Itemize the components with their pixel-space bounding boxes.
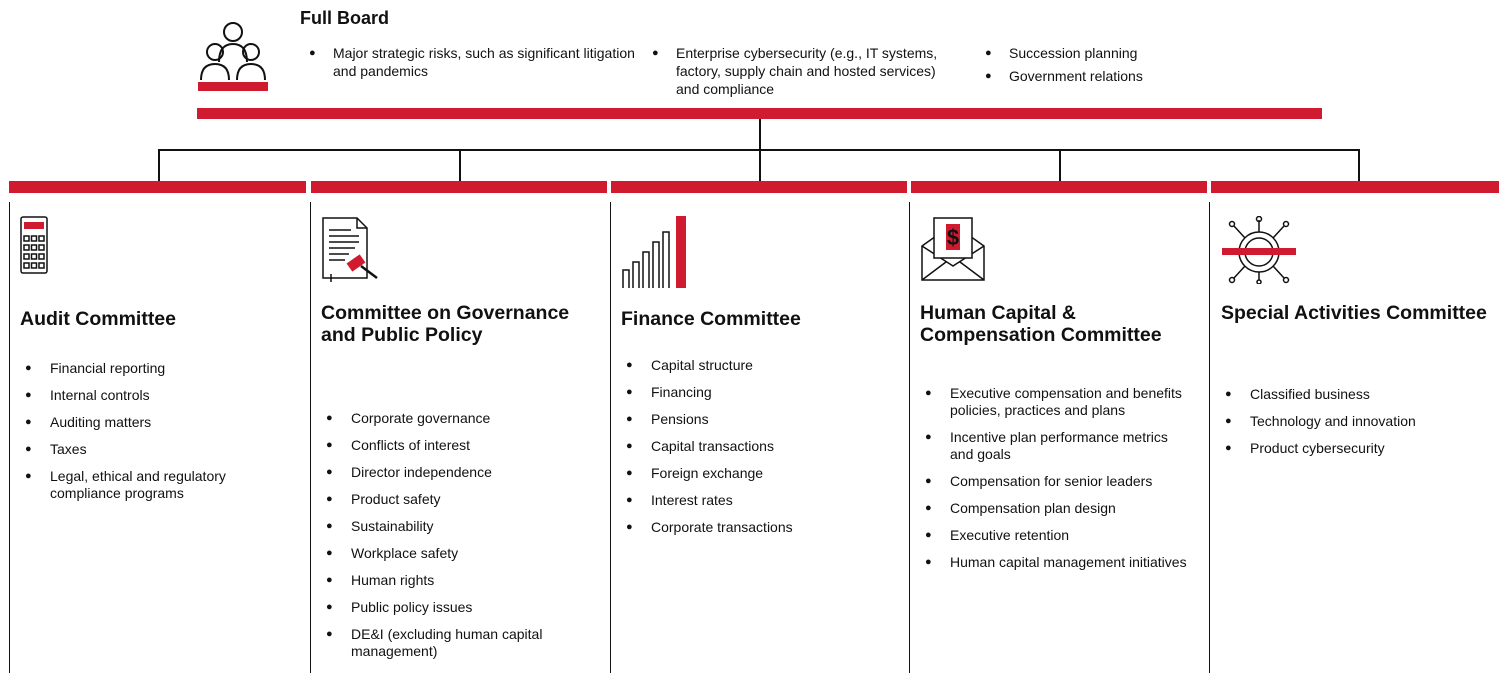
board-title: Full Board (300, 8, 389, 28)
list-item: DE&I (excluding human capital management… (326, 626, 591, 660)
committee-bar (911, 181, 1207, 193)
list-item: Sustainability (326, 518, 591, 535)
committee-list: Capital structure Financing Pensions Cap… (626, 357, 891, 546)
committee-bar (311, 181, 607, 193)
list-item: Product safety (326, 491, 591, 508)
list-item: Enterprise cybersecurity (e.g., IT syste… (652, 44, 942, 98)
list-item: Director independence (326, 464, 591, 481)
list-item: Human capital management initiatives (925, 554, 1190, 571)
committee-title: Finance Committee (621, 308, 801, 330)
committee-list: Financial reporting Internal controls Au… (25, 360, 290, 512)
envelope-dollar-icon: $ (920, 216, 986, 287)
list-item: Capital transactions (626, 438, 891, 455)
committee-title: Special Activities Committee (1221, 302, 1487, 324)
list-item: Executive retention (925, 527, 1190, 544)
audit-committee: Audit Committee Financial reporting Inte… (9, 202, 309, 673)
list-item: Corporate transactions (626, 519, 891, 536)
committee-bar (611, 181, 907, 193)
committee-title: Human Capital & Compensation Committee (920, 302, 1162, 346)
list-item: Executive compensation and benefits poli… (925, 385, 1190, 419)
connector (459, 149, 461, 181)
special-activities-committee: Special Activities Committee Classified … (1209, 202, 1499, 673)
board-list-3: Succession planning Government relations (985, 44, 1225, 90)
committee-title: Audit Committee (20, 308, 176, 330)
list-item: Interest rates (626, 492, 891, 509)
list-item: Government relations (985, 67, 1225, 85)
board-bar (197, 108, 1322, 119)
board-list-1: Major strategic risks, such as significa… (309, 44, 644, 85)
list-item: Internal controls (25, 387, 290, 404)
list-item: Succession planning (985, 44, 1225, 62)
calculator-icon (20, 216, 48, 279)
committee-bar (1211, 181, 1499, 193)
list-item: Product cybersecurity (1225, 440, 1490, 457)
list-item: Legal, ethical and regulatory compliance… (25, 468, 290, 502)
list-item: Taxes (25, 441, 290, 458)
finance-committee: Finance Committee Capital structure Fina… (610, 202, 910, 673)
list-item: Public policy issues (326, 599, 591, 616)
list-item: Capital structure (626, 357, 891, 374)
list-item: Compensation plan design (925, 500, 1190, 517)
list-item: Corporate governance (326, 410, 591, 427)
connector (759, 119, 761, 150)
board-list-2: Enterprise cybersecurity (e.g., IT syste… (652, 44, 942, 103)
list-item: Workplace safety (326, 545, 591, 562)
board-people-icon (197, 18, 269, 92)
list-item: Foreign exchange (626, 465, 891, 482)
list-item: Auditing matters (25, 414, 290, 431)
list-item: Major strategic risks, such as significa… (309, 44, 644, 80)
committee-bar (9, 181, 306, 193)
svg-text:$: $ (947, 225, 959, 250)
committee-list: Executive compensation and benefits poli… (925, 385, 1190, 581)
list-item: Compensation for senior leaders (925, 473, 1190, 490)
list-item: Human rights (326, 572, 591, 589)
governance-committee: Committee on Governance and Public Polic… (310, 202, 610, 673)
list-item: Pensions (626, 411, 891, 428)
list-item: Financing (626, 384, 891, 401)
connector (1358, 149, 1360, 181)
committee-list: Corporate governance Conflicts of intere… (326, 410, 591, 670)
list-item: Conflicts of interest (326, 437, 591, 454)
committee-title: Committee on Governance and Public Polic… (321, 302, 570, 346)
connector (158, 149, 1359, 151)
network-hub-icon (1220, 215, 1298, 289)
list-item: Incentive plan performance metrics and g… (925, 429, 1190, 463)
document-gavel-icon (321, 216, 393, 287)
connector (1059, 149, 1061, 181)
connector (759, 149, 761, 181)
list-item: Technology and innovation (1225, 413, 1490, 430)
committee-list: Classified business Technology and innov… (1225, 386, 1490, 467)
list-item: Financial reporting (25, 360, 290, 377)
human-capital-committee: $ Human Capital & Compensation Committee… (909, 202, 1209, 673)
connector (158, 149, 160, 181)
bar-chart-icon (621, 216, 691, 293)
list-item: Classified business (1225, 386, 1490, 403)
